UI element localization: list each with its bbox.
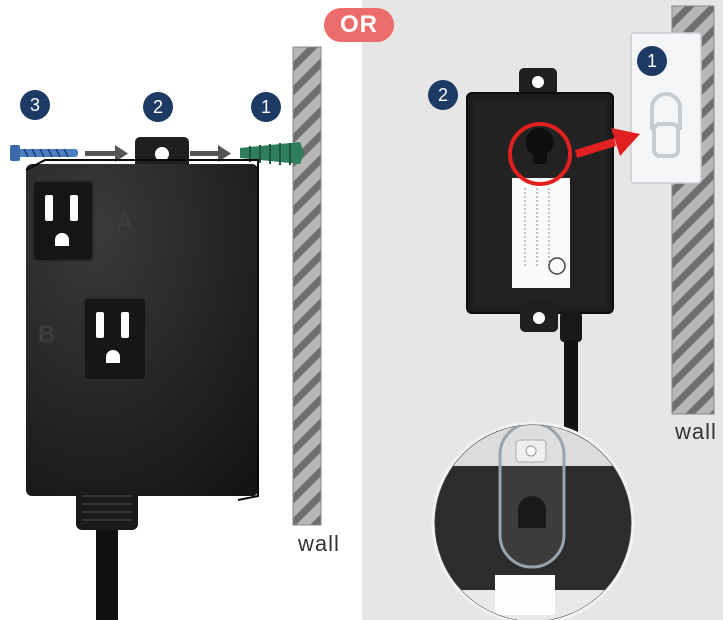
screw-icon [10,145,78,161]
keyhole-highlight-circle [508,122,572,186]
arrow-right-icon [190,145,231,162]
wall-label: wall [298,531,340,556]
step-badge-3: 3 [20,90,50,120]
wall-label: wall [675,419,717,444]
power-outlet-box [25,137,259,620]
step-badge-1: 1 [251,92,281,122]
or-badge: OR [324,8,394,42]
wall-anchor-icon [240,142,304,165]
outlet-label-b: B [38,321,55,348]
step-badge-2: 2 [428,80,458,110]
arrow-right-icon [85,145,128,162]
step-badge-1: 1 [637,46,667,76]
zoom-detail-circle [431,421,635,620]
power-box-back-view [466,68,614,440]
outlet-label-a: A [116,209,133,236]
arrow-right-icon [575,128,640,158]
left-wall [292,46,322,526]
step-badge-2: 2 [143,92,173,122]
